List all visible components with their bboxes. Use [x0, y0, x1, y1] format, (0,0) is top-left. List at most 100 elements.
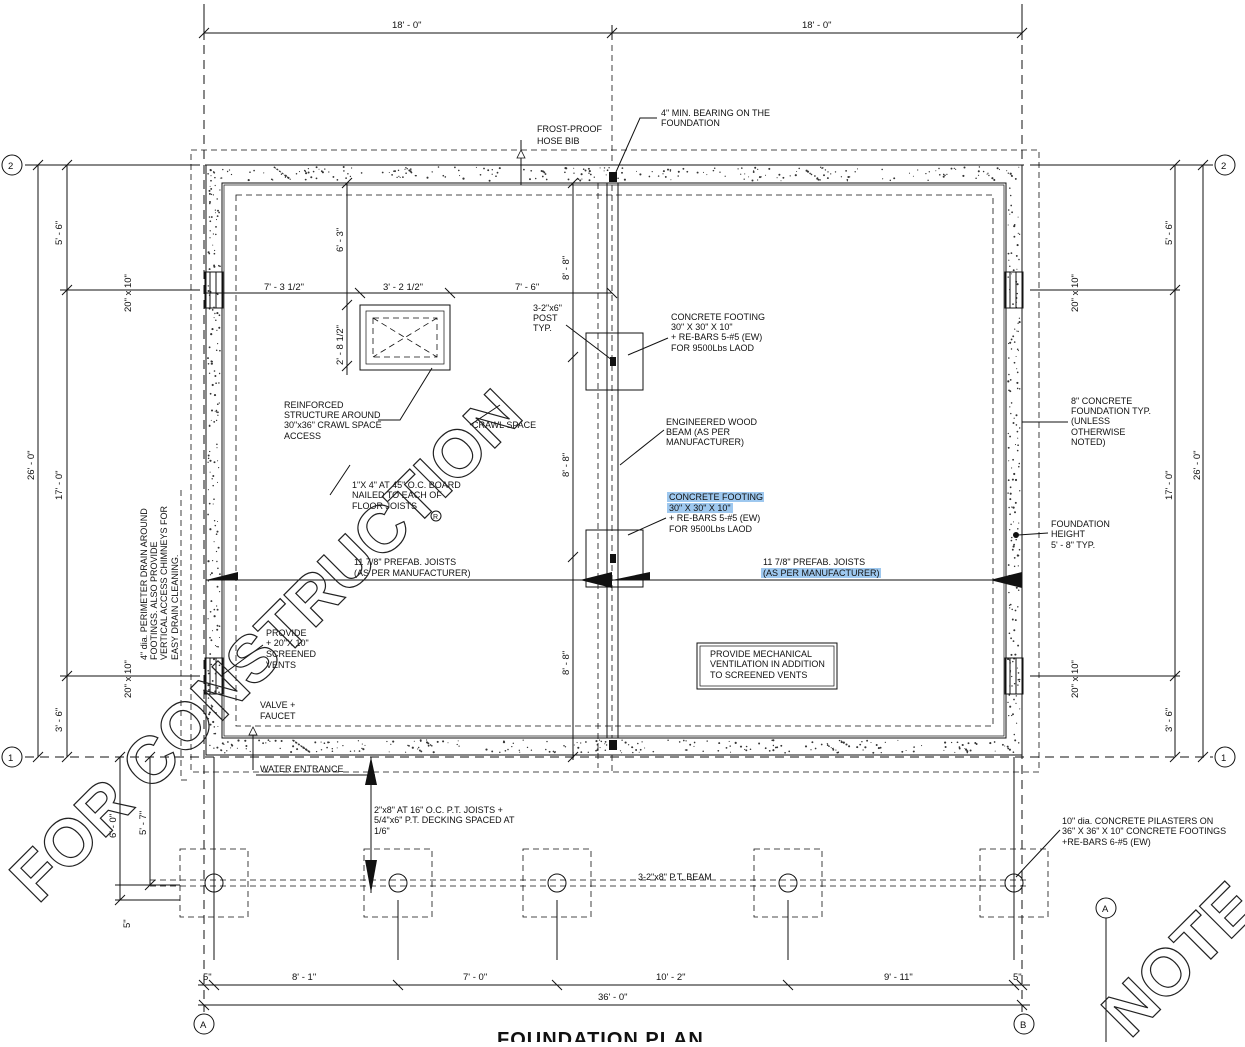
svg-text:BEAM (AS PER: BEAM (AS PER	[666, 427, 731, 437]
concrete-stipple-dot	[826, 177, 829, 180]
concrete-stipple-dot	[418, 746, 420, 749]
concrete-stipple-dot	[447, 742, 449, 744]
concrete-stipple-dot	[1013, 361, 1016, 364]
concrete-stipple-dot	[218, 372, 221, 375]
concrete-stipple-dot	[644, 747, 646, 749]
concrete-stipple-dot	[215, 550, 218, 553]
concrete-stipple-dot	[1008, 604, 1011, 606]
concrete-stipple-dot	[764, 174, 767, 176]
concrete-stipple-dot	[964, 748, 966, 750]
crawl-space-dimensions: 7' - 3 1/2" 3' - 2 1/2" 7' - 6" 6' - 3" …	[206, 177, 618, 375]
concrete-stipple-dot	[1009, 406, 1011, 408]
concrete-stipple-dot	[1010, 204, 1013, 207]
top-dimensions: 18' - 0" 18' - 0"	[198, 4, 1028, 40]
concrete-stipple-dot	[988, 174, 990, 177]
concrete-stipple-dot	[840, 741, 843, 744]
concrete-stipple-dot	[215, 319, 217, 322]
concrete-stipple-dot	[546, 740, 548, 743]
concrete-stipple-dot	[213, 252, 216, 255]
concrete-stipple-dot	[950, 741, 953, 744]
concrete-stipple-dot	[343, 170, 345, 172]
concrete-stipple-dot	[877, 747, 880, 750]
concrete-stipple-dot	[228, 169, 231, 171]
svg-text:2: 2	[1221, 161, 1226, 172]
concrete-stipple-dot	[884, 741, 886, 744]
concrete-stipple-dot	[409, 170, 412, 173]
concrete-stipple-dot	[1011, 211, 1013, 214]
concrete-stipple-dot	[215, 409, 218, 412]
concrete-stipple-dot	[879, 746, 882, 749]
concrete-stipple-dot	[207, 489, 209, 491]
note-post: 3-2"x6" POST TYP.	[533, 303, 613, 361]
svg-text:30" X 30" X 10": 30" X 30" X 10"	[669, 503, 731, 513]
concrete-stipple-dot	[269, 740, 271, 743]
concrete-stipple-dot	[1013, 565, 1016, 568]
concrete-stipple-dot	[215, 419, 218, 422]
concrete-stipple-dot	[1017, 330, 1019, 333]
concrete-stipple-dot	[686, 170, 689, 173]
concrete-stipple-dot	[213, 370, 216, 372]
concrete-stipple-dot	[545, 748, 547, 751]
concrete-stipple-dot	[230, 173, 233, 176]
concrete-stipple-dot	[488, 179, 491, 182]
concrete-stipple-dot	[208, 346, 211, 349]
svg-text:8' - 8": 8' - 8"	[561, 453, 572, 477]
concrete-stipple-dot	[218, 382, 220, 384]
concrete-stipple-dot	[567, 178, 570, 181]
concrete-stipple-dot	[963, 166, 966, 169]
svg-text:ENGINEERED WOOD: ENGINEERED WOOD	[666, 417, 758, 427]
concrete-stipple-dot	[210, 333, 213, 336]
concrete-stipple-dot	[207, 461, 209, 463]
concrete-stipple-dot	[685, 749, 688, 751]
concrete-stipple-dot	[1009, 529, 1011, 531]
concrete-stipple-dot	[741, 167, 743, 169]
concrete-stipple-dot	[982, 170, 985, 173]
concrete-stipple-dot	[693, 745, 695, 747]
concrete-stipple-dot	[1016, 387, 1019, 390]
svg-text:20" x 10": 20" x 10"	[123, 274, 134, 312]
concrete-stipple-dot	[211, 559, 214, 562]
concrete-stipple-dot	[942, 175, 945, 178]
concrete-stipple-dot	[823, 174, 825, 177]
concrete-stipple-dot	[816, 177, 819, 180]
concrete-stipple-dot	[1008, 389, 1010, 392]
concrete-stipple-dot	[1012, 269, 1015, 272]
concrete-stipple-dot	[543, 171, 546, 174]
concrete-stipple-dot	[1007, 492, 1009, 494]
concrete-stipple-dot	[218, 573, 221, 576]
concrete-stipple-dot	[667, 739, 669, 742]
concrete-stipple-dot	[682, 739, 685, 742]
svg-text:FOR 9500Lbs LAOD: FOR 9500Lbs LAOD	[669, 524, 753, 534]
concrete-stipple-dot	[210, 704, 213, 706]
concrete-stipple-dot	[831, 748, 834, 750]
concrete-stipple-dot	[1019, 708, 1021, 710]
concrete-stipple-dot	[962, 174, 965, 177]
concrete-stipple-dot	[1013, 683, 1016, 685]
note-water-entrance: WATER ENTRANCE	[256, 764, 375, 776]
concrete-stipple-dot	[1013, 224, 1016, 226]
concrete-stipple-dot	[977, 174, 980, 176]
concrete-stipple-dot	[212, 194, 215, 196]
concrete-stipple-dot	[360, 172, 363, 174]
concrete-stipple-dot	[216, 624, 219, 627]
concrete-stipple-dot	[652, 750, 655, 753]
concrete-stipple-dot	[218, 664, 221, 667]
concrete-stipple-dot	[1011, 506, 1013, 508]
svg-text:ACCESS: ACCESS	[284, 431, 321, 441]
concrete-stipple-dot	[280, 173, 283, 175]
concrete-stipple-dot	[657, 175, 660, 177]
concrete-stipple-dot	[739, 745, 743, 748]
concrete-stipple-dot	[719, 171, 721, 173]
concrete-stipple-dot	[588, 170, 591, 173]
concrete-stipple-dot	[207, 697, 210, 699]
concrete-stipple-dot	[1017, 322, 1019, 324]
note-valve-faucet: VALVE + FAUCET	[248, 700, 296, 770]
concrete-stipple-dot	[436, 740, 439, 743]
concrete-stipple-dot	[1007, 172, 1009, 174]
svg-text:CONCRETE FOOTING: CONCRETE FOOTING	[669, 492, 763, 502]
concrete-stipple-dot	[381, 171, 384, 174]
concrete-stipple-dot	[1018, 321, 1021, 324]
concrete-stipple-dot	[958, 747, 961, 750]
concrete-stipple-dot	[935, 170, 937, 172]
svg-text:FOUNDATION: FOUNDATION	[1051, 519, 1110, 529]
